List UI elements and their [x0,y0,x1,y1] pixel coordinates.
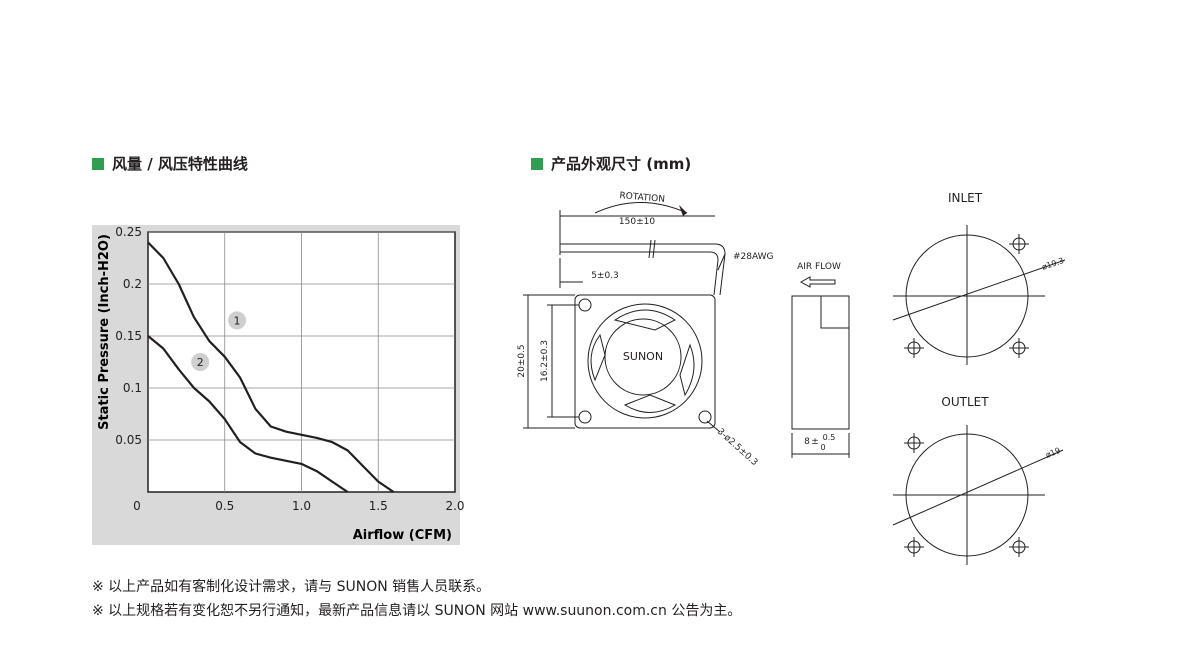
wire-gauge-label: #28AWG [733,252,774,262]
fan-frame [574,294,716,429]
mount-hole [578,298,592,312]
rotation-arrow [594,202,688,214]
thickness-tol-lower: 0 [820,443,825,452]
inlet-diameter: ø19.3 [1041,256,1065,272]
series-line-1 [147,241,395,493]
dimension-title: 产品外观尺寸 (mm) [551,155,692,173]
fan-blade [679,343,695,397]
x-tick-label: 1.0 [292,499,311,513]
thickness-main: 8 [804,437,810,447]
airflow-label: AIR FLOW [797,262,841,272]
chart-grid [148,231,455,492]
airflow-arrow [799,276,836,288]
y-tick-label: 0.1 [123,381,142,395]
fan-blade [623,394,677,413]
x-tick-label: 0 [133,499,141,513]
series-label-1: 1 [234,314,241,327]
thickness-pm: ± [811,437,819,447]
green-square-icon [92,157,104,170]
fan-shroud [587,303,703,419]
y-axis-title: Static Pressure (Inch-H2O) [97,234,112,430]
green-square-icon [531,157,543,170]
lead-wire [560,251,719,296]
series-line-2 [147,335,349,493]
series-label-2: 2 [197,356,204,369]
fan-blade [590,333,606,382]
x-tick-label: 0.5 [215,499,234,513]
fan-blade [613,309,676,331]
rotation-arrowhead [679,205,687,216]
dimension-section-header: 产品外观尺寸 (mm) [531,153,691,174]
x-axis-title: Airflow (CFM) [353,528,452,543]
holes-spec: 3-ø2.5±0.3 [715,427,759,468]
outlet-diameter: ø19 [1044,446,1061,460]
x-tick-label: 2.0 [445,499,464,513]
brand-label: SUNON [623,350,663,363]
rotation-label: ROTATION [619,191,665,205]
outlet-hole-marks [904,433,1029,557]
fan-hub [604,318,682,396]
y-tick-label: 0.2 [123,277,142,291]
inlet-hole-marks [904,234,1029,358]
performance-title: 风量 / 风压特性曲线 [112,155,248,173]
series-marker-1 [228,311,247,330]
x-tick-labels: 0 0.5 1.0 1.5 2.0 [133,499,464,513]
mount-hole [698,410,712,424]
lead-wire [560,243,726,296]
y-tick-labels: 0.25 0.2 0.15 0.1 0.05 [115,225,142,447]
series-group: 12 [147,241,395,493]
footnote-line: ※ 以上产品如有客制化设计需求，请与 SUNON 销售人员联系。 [92,579,491,595]
lead-offset-dim: 5±0.3 [591,271,619,281]
footnotes: ※ 以上产品如有客制化设计需求，请与 SUNON 销售人员联系。 ※ 以上规格若… [92,575,741,623]
thickness-tol-upper: 0.5 [823,433,836,442]
y-tick-label: 0.25 [115,225,142,239]
y-tick-label: 0.05 [115,433,142,447]
height-dim: 20±0.5 [517,344,527,377]
inlet-label: INLET [948,191,983,205]
dimension-drawing: ROTATION 150±10 #28AWG 5±0.3 SUNON 20±0.… [517,191,1066,565]
footnote-line: ※ 以上规格若有变化恕不另行通知，最新产品信息请以 SUNON 网站 www.s… [92,603,742,619]
y-tick-label: 0.15 [115,329,142,343]
outlet-label: OUTLET [941,395,989,409]
lead-length-dim: 150±10 [619,217,655,227]
hole-pitch-dim: 16.2±0.3 [540,340,550,382]
performance-section-header: 风量 / 风压特性曲线 [92,153,248,174]
mount-hole [578,410,592,424]
x-tick-label: 1.5 [369,499,388,513]
series-marker-2 [191,353,210,371]
